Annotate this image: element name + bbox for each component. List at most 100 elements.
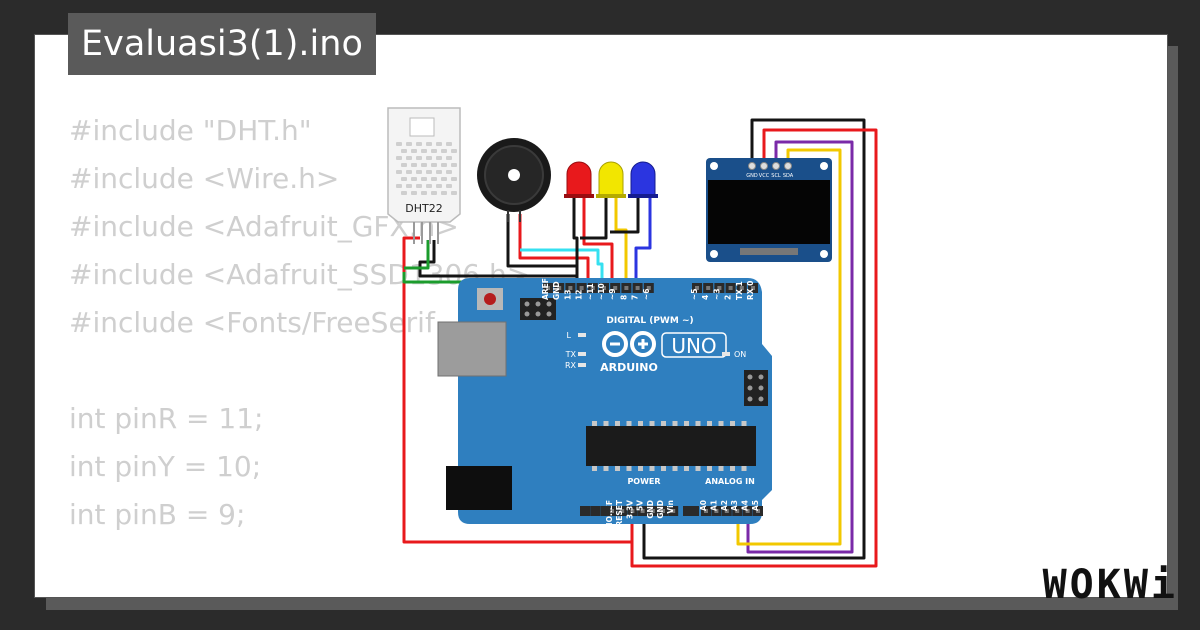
header-pin-label: 7 — [631, 295, 640, 300]
header-pin[interactable]: 3.3V — [625, 500, 638, 519]
led-blue[interactable] — [628, 161, 658, 198]
header-pin[interactable]: ~3 — [712, 283, 725, 300]
header-pin-label: 2 — [724, 295, 733, 300]
code-line: #include <Fonts/FreeSerif — [69, 306, 435, 339]
oled-pin[interactable]: VCC — [759, 162, 770, 180]
file-title: Evaluasi3(1).ino — [68, 13, 376, 75]
header-pin[interactable]: ~5 — [690, 283, 702, 300]
header-pin[interactable]: 7 — [631, 283, 643, 300]
header-pin[interactable]: A1 — [709, 500, 722, 516]
header-pin[interactable]: AREF — [541, 278, 553, 300]
oled-pin-label: VCC — [759, 173, 770, 179]
oled-pin[interactable]: GND — [746, 162, 758, 180]
header-pin[interactable]: 5V — [636, 500, 648, 516]
header-pin-label: GND — [552, 281, 561, 300]
header-pin-label: 3.3V — [625, 500, 634, 519]
code-line: int pinY = 10; — [69, 450, 262, 483]
header-pin-label: ~11 — [586, 283, 595, 300]
header-pin-label: TX 1 — [735, 281, 744, 300]
code-line: int pinB = 9; — [69, 498, 246, 531]
header-pin[interactable]: ~10 — [597, 283, 609, 300]
header-pin[interactable]: RX 0 — [746, 281, 758, 300]
oled-pin[interactable]: SDA — [783, 162, 794, 180]
header-pin-label: 12 — [575, 290, 584, 300]
header-pin[interactable]: A2 — [720, 500, 732, 516]
header-pin-label: GND — [646, 500, 655, 519]
code-line: int pinR = 11; — [69, 402, 264, 435]
wire-buzzer-sig — [518, 214, 590, 296]
header-pin[interactable]: A4 — [741, 500, 753, 516]
dht-pins — [413, 222, 439, 244]
analog-label: ANALOG IN — [705, 477, 755, 486]
led-red[interactable] — [564, 161, 594, 198]
wire-led-yellow-gnd — [580, 198, 608, 240]
header-pin[interactable]: A5 — [751, 500, 763, 516]
oled-pin-label: GND — [746, 173, 758, 179]
digital-label: DIGITAL (PWM ~) — [606, 316, 693, 326]
wire-oled-vcc — [630, 128, 878, 568]
header-pin[interactable]: 13 — [563, 283, 576, 300]
tx-label: TX — [565, 350, 577, 359]
wire-led-blue-gnd — [610, 198, 640, 234]
header-pin[interactable]: 12 — [575, 283, 587, 300]
header-pin[interactable]: GND — [656, 500, 668, 519]
header-pin[interactable]: A3 — [730, 500, 743, 516]
header-pin-label: A3 — [730, 500, 739, 511]
wire-oled-sda — [736, 148, 842, 546]
usb-port — [437, 321, 507, 377]
header-pin-label: GND — [656, 500, 665, 519]
header-pin-label: ~9 — [608, 288, 617, 300]
board-brand: ARDUINO — [600, 361, 658, 374]
header-pin-label: RESET — [615, 499, 624, 526]
header-pin[interactable]: RESET — [615, 499, 628, 527]
header-pin[interactable]: 2 — [724, 283, 736, 300]
wire-buzzer-cyan — [520, 248, 604, 296]
board-model: UNO — [671, 334, 716, 358]
atmega-chip — [586, 421, 756, 471]
code-line: #include <Wire.h> — [69, 162, 340, 195]
header-pin-label: A1 — [709, 500, 718, 511]
wire-dht-vcc — [402, 236, 634, 544]
oled-pin-label: SDA — [783, 173, 794, 179]
header-pin[interactable]: ~6 — [642, 283, 654, 300]
arduino-logo-icon — [602, 331, 656, 357]
header-pin-label: Vin — [666, 500, 675, 514]
header-pin[interactable]: 8 — [619, 283, 632, 300]
header-pin[interactable]: TX 1 — [735, 281, 747, 300]
header-pin[interactable]: 4 — [701, 283, 714, 300]
header-pin-label: A5 — [751, 500, 760, 511]
code-line: #include "DHT.h" — [69, 114, 312, 147]
header-pin-label: RX 0 — [746, 281, 755, 300]
header-pin[interactable]: GND — [552, 281, 565, 300]
header-pin-label: ~3 — [712, 288, 721, 300]
buzzer[interactable] — [477, 138, 551, 222]
header-pin-label: A0 — [699, 500, 708, 511]
wire-led-yellow-sig — [614, 198, 628, 296]
dht-grille — [396, 142, 457, 195]
led-yellow[interactable] — [596, 161, 626, 198]
oled-pin[interactable]: SCL — [771, 162, 781, 180]
header-pin[interactable]: Vin — [666, 500, 679, 516]
oled-pin-label: SCL — [771, 173, 781, 179]
header-pin-label: 5V — [636, 500, 645, 511]
header-pin[interactable]: ~11 — [586, 283, 598, 300]
dht22-sensor[interactable]: DHT22 — [387, 107, 461, 244]
header-pin-label: 8 — [619, 295, 628, 300]
header-pin[interactable]: A0 — [699, 500, 711, 516]
wokwi-logo: WOKWi — [1042, 562, 1178, 608]
on-label: ON — [734, 350, 746, 359]
power-label: POWER — [627, 477, 660, 486]
header-pin[interactable]: ~9 — [608, 283, 621, 300]
header-pin-label: A2 — [720, 500, 729, 511]
wire-oled-gnd — [642, 118, 866, 560]
header-pin[interactable]: GND — [646, 500, 658, 519]
header-pin-label: ~5 — [690, 288, 699, 300]
code-line: int buzzerPin = 12; — [69, 587, 530, 597]
